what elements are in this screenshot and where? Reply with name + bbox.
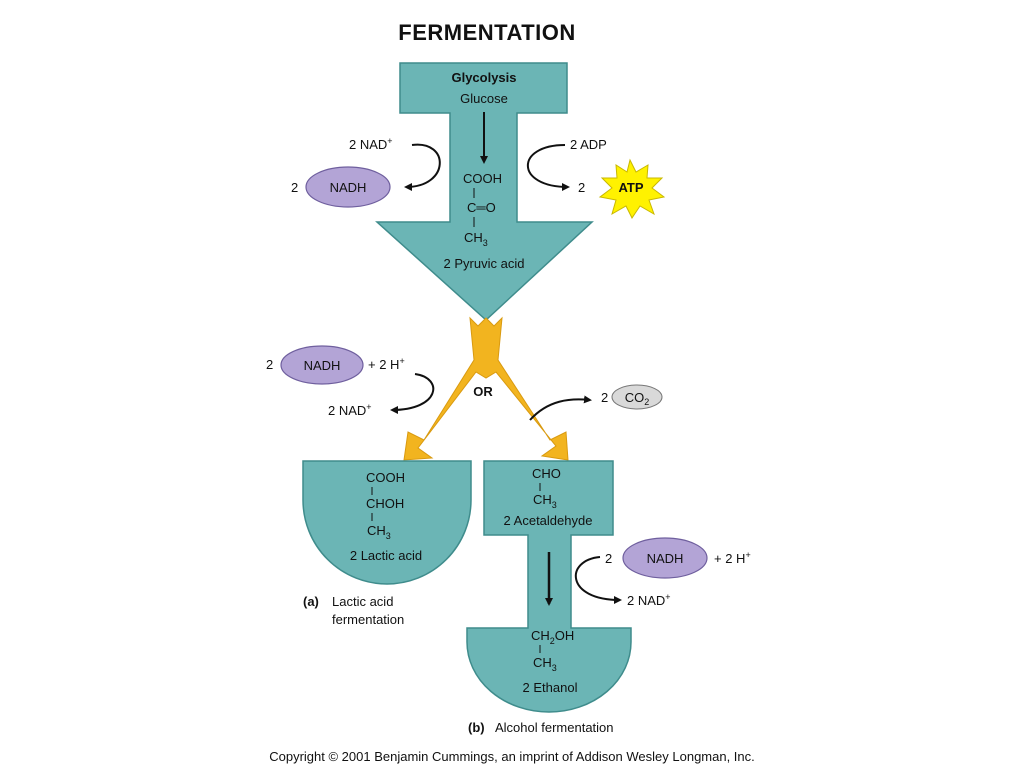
glycolysis-atp-coef: 2	[578, 180, 585, 195]
lactic-acid-bowl	[302, 460, 472, 585]
acetaldehyde-formula-line2: CH3	[533, 492, 557, 510]
caption-b: Alcohol fermentation	[495, 720, 614, 735]
adp-to-atp-curved-arrow	[527, 144, 570, 191]
alcohol-nadh-to-nad-arrow	[574, 556, 622, 604]
diagram-title: FERMENTATION	[398, 20, 576, 45]
lactic-formula-line1: COOH	[366, 470, 405, 485]
alcohol-nadh-label: NADH	[647, 551, 684, 566]
orange-split-arrows	[403, 316, 569, 461]
glycolysis-nadh-oval	[305, 166, 391, 208]
alcohol-plus-h: + 2 H+	[714, 550, 751, 566]
caption-a-line1: Lactic acid	[332, 594, 393, 609]
pyruvate-formula-line2: C═O	[467, 200, 496, 215]
branch-nad-out: 2 NAD+	[328, 402, 372, 418]
caption-b-tag: (b)	[468, 720, 485, 735]
ethanol-formula-line2: CH3	[533, 655, 557, 673]
lactic-acid-label: 2 Lactic acid	[350, 548, 422, 563]
acetaldehyde-label: 2 Acetaldehyde	[504, 513, 593, 528]
pyruvate-formula-line3: CH3	[464, 230, 488, 248]
glycolysis-nadh-coef: 2	[291, 180, 298, 195]
branch-nadh-to-nad-arrow	[390, 373, 435, 414]
pyruvate-formula-line1: COOH	[463, 171, 502, 186]
branch-nadh-coef: 2	[266, 357, 273, 372]
co2-label: CO2	[625, 390, 650, 407]
branch-nadh-label: NADH	[304, 358, 341, 373]
lactic-formula-line3: CH3	[367, 523, 391, 541]
alcohol-nadh-oval	[622, 537, 708, 579]
atp-label: ATP	[618, 180, 643, 195]
or-label: OR	[473, 384, 493, 399]
glucose-label: Glucose	[460, 91, 508, 106]
branch-plus-h: + 2 H+	[368, 356, 405, 372]
alcohol-nadh-coef: 2	[605, 551, 612, 566]
co2-coef: 2	[601, 390, 608, 405]
co2-release-arrow	[529, 395, 592, 421]
pyruvic-acid-label: 2 Pyruvic acid	[444, 256, 525, 271]
branch-nadh-oval	[280, 345, 364, 385]
glycolysis-nad-in: 2 NAD+	[349, 136, 393, 152]
glycolysis-nadh-label: NADH	[330, 180, 367, 195]
glycolysis-adp-in: 2 ADP	[570, 137, 607, 152]
glycolysis-arrow-shape	[375, 62, 594, 322]
glycolysis-heading: Glycolysis	[451, 70, 516, 85]
caption-a-line2: fermentation	[332, 612, 404, 627]
copyright-notice: Copyright © 2001 Benjamin Cummings, an i…	[269, 749, 755, 764]
atp-starburst	[598, 158, 666, 219]
ethanol-formula-line1: CH2OH	[531, 628, 574, 646]
co2-oval	[611, 384, 663, 410]
caption-a-tag: (a)	[303, 594, 319, 609]
acetaldehyde-formula-line1: CHO	[532, 466, 561, 481]
ethanol-label: 2 Ethanol	[523, 680, 578, 695]
lactic-formula-line2: CHOH	[366, 496, 404, 511]
alcohol-nad-out: 2 NAD+	[627, 592, 671, 608]
nad-to-nadh-curved-arrow	[404, 143, 441, 191]
